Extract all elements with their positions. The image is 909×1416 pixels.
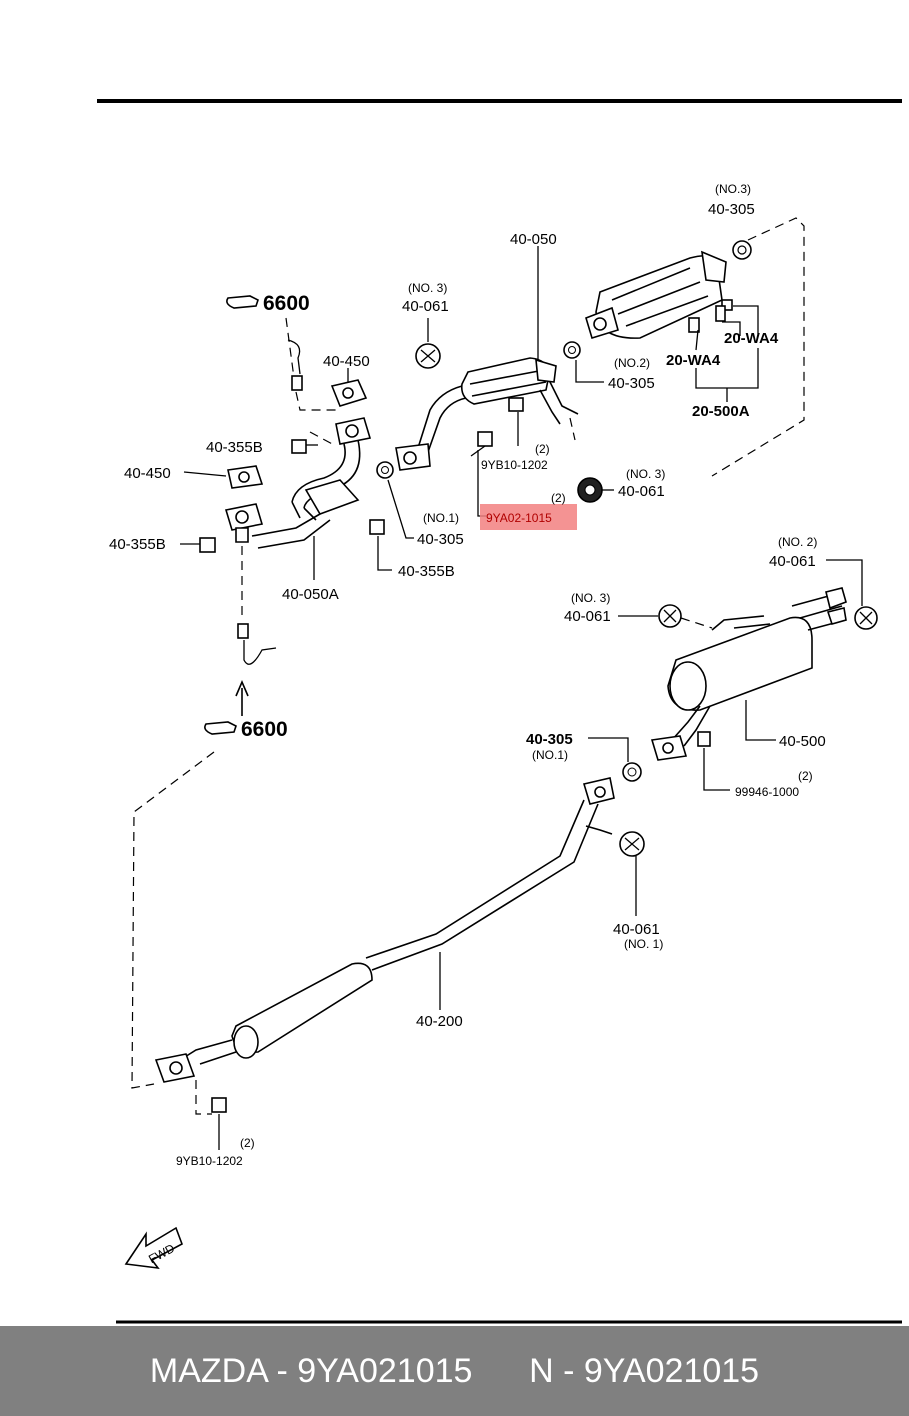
label-40-050: 40-050 bbox=[510, 231, 557, 248]
label-40-061-right: 40-061 bbox=[618, 483, 665, 500]
label-40-061-far-right: 40-061 bbox=[769, 553, 816, 570]
label-99946-1000: 99946-1000 bbox=[735, 785, 799, 799]
label-40-355b-c: 40-355B bbox=[398, 563, 455, 580]
fwd-arrow-icon: FWD bbox=[124, 1226, 183, 1270]
label-20-wa4-b: 20-WA4 bbox=[666, 352, 721, 369]
nut-40-355b-c bbox=[369, 519, 385, 535]
label-40-450-top: 40-450 bbox=[323, 353, 370, 370]
label-40-305-bold: 40-305 bbox=[526, 731, 573, 748]
label-40-450-left: 40-450 bbox=[124, 465, 171, 482]
nut-9yb10-b bbox=[211, 1097, 227, 1113]
hanger-rubber-no3-mid bbox=[658, 604, 682, 628]
label-20-wa4-a: 20-WA4 bbox=[724, 330, 779, 347]
label-40-355b-b: 40-355B bbox=[109, 536, 166, 553]
label-40-305-low: 40-305 bbox=[417, 531, 464, 548]
stud-a bbox=[721, 299, 733, 311]
label-40-305-mid: 40-305 bbox=[608, 375, 655, 392]
middle-pipe-40-200 bbox=[154, 777, 615, 1083]
footer-part-number: MAZDA - 9YA021015 N - 9YA021015 bbox=[149, 1351, 760, 1390]
hanger-rubber-no3-right bbox=[577, 477, 603, 503]
nut-40-355b-a bbox=[291, 439, 307, 454]
label-no3-right: (NO. 3) bbox=[626, 467, 665, 481]
label-40-200: 40-200 bbox=[416, 1013, 463, 1030]
label-40-305-top-right: 40-305 bbox=[708, 201, 755, 218]
label-qty-2-a: (2) bbox=[535, 442, 550, 456]
gasket-40-450-left bbox=[227, 465, 264, 489]
hand-icon-top bbox=[226, 295, 259, 309]
label-qty-2-b: (2) bbox=[551, 491, 566, 505]
stud-c bbox=[688, 317, 700, 333]
label-no3-top-right: (NO.3) bbox=[715, 182, 751, 196]
nut-99946 bbox=[697, 731, 711, 747]
hanger-rubber-no2-far bbox=[854, 606, 878, 630]
label-6600-top: 6600 bbox=[263, 292, 310, 315]
label-no3-mid: (NO. 3) bbox=[571, 591, 610, 605]
nut-40-355b-b bbox=[199, 537, 216, 553]
label-40-061-mid: 40-061 bbox=[564, 608, 611, 625]
label-40-500: 40-500 bbox=[779, 733, 826, 750]
label-no2-right: (NO. 2) bbox=[778, 535, 817, 549]
label-no3-left: (NO. 3) bbox=[408, 281, 447, 295]
label-qty-2-d: (2) bbox=[240, 1136, 255, 1150]
gasket-inner-no3-top bbox=[737, 245, 747, 255]
label-no1-b: (NO.1) bbox=[532, 748, 568, 762]
label-9ya02-1015: 9YA02-1015 bbox=[486, 511, 552, 525]
label-40-061-lower: 40-061 bbox=[613, 921, 660, 938]
catalytic-converter bbox=[585, 250, 727, 340]
footer-bar: MAZDA - 9YA021015 N - 9YA021015 bbox=[0, 1326, 909, 1416]
label-9yb10-1202-a: 9YB10-1202 bbox=[481, 458, 548, 472]
oxygen-sensor-top bbox=[285, 317, 340, 411]
label-qty-2-c: (2) bbox=[798, 769, 813, 783]
label-40-061-left: 40-061 bbox=[402, 298, 449, 315]
label-6600-bottom: 6600 bbox=[241, 718, 288, 741]
label-40-050a: 40-050A bbox=[282, 586, 339, 603]
gasket-40-450-top bbox=[330, 379, 368, 407]
label-no2-mid: (NO.2) bbox=[614, 356, 650, 370]
main-muffler-40-500 bbox=[650, 587, 847, 761]
exhaust-system-diagram: FWD (NO.3) 40-305 40-050 (NO. 3) 40-061 … bbox=[97, 99, 902, 1324]
hand-icon-bottom bbox=[204, 721, 237, 735]
front-pipe-assembly bbox=[395, 357, 579, 471]
hanger-rubber-no3-left bbox=[415, 343, 441, 369]
hanger-rubber-no1 bbox=[619, 831, 645, 857]
label-no1-c: (NO. 1) bbox=[624, 937, 663, 951]
highlight-box bbox=[480, 504, 577, 530]
bolt-9ya02-1015 bbox=[470, 431, 493, 457]
label-no1-a: (NO.1) bbox=[423, 511, 459, 525]
nut-9yb10-a bbox=[508, 397, 524, 412]
label-20-500a: 20-500A bbox=[692, 403, 750, 420]
stud-b bbox=[715, 305, 726, 322]
label-9yb10-1202-b: 9YB10-1202 bbox=[176, 1154, 243, 1168]
manifold-pipe-40-050a bbox=[224, 417, 372, 549]
label-40-355b-a: 40-355B bbox=[206, 439, 263, 456]
oxygen-sensor-bottom bbox=[235, 546, 277, 716]
